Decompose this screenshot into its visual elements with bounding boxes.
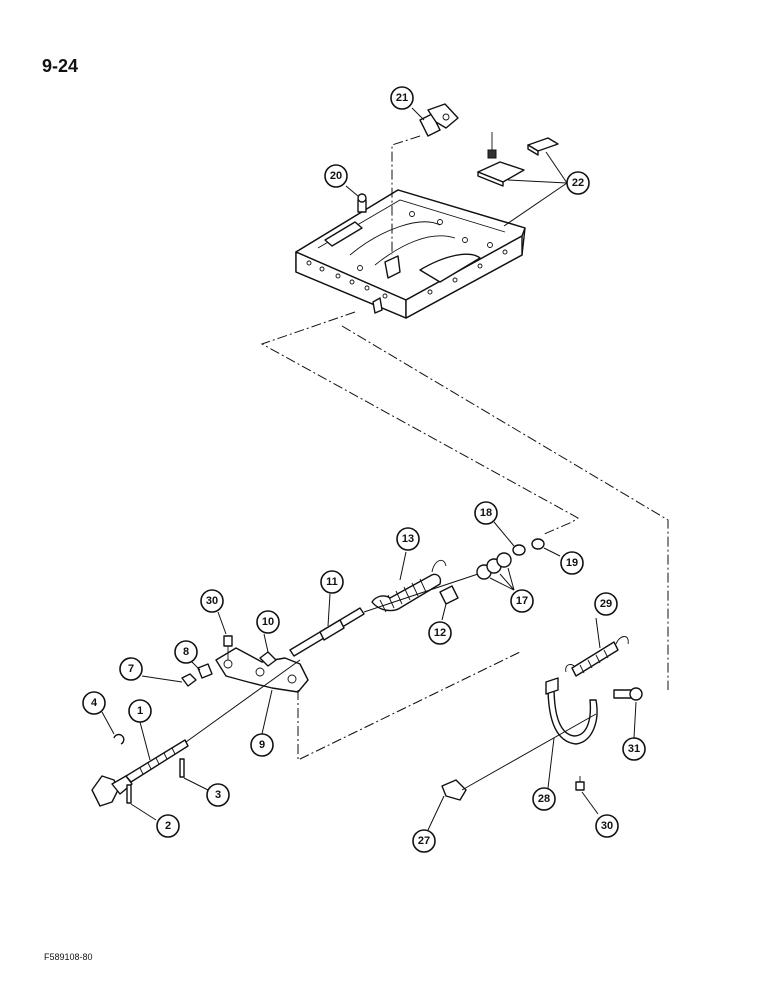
phantom-line-lever xyxy=(297,651,521,761)
callout-2: 2 xyxy=(156,814,180,838)
callout-12: 12 xyxy=(428,621,452,645)
callout-8-label: 8 xyxy=(183,646,189,658)
callout-3-label: 3 xyxy=(215,789,221,801)
seat-mounting-plate xyxy=(295,189,526,319)
callout-20-label: 20 xyxy=(330,170,342,182)
callout-27: 27 xyxy=(412,829,436,853)
callout-7-label: 7 xyxy=(128,663,134,675)
strap xyxy=(545,677,598,745)
callout-12-label: 12 xyxy=(434,627,446,639)
callout-4-label: 4 xyxy=(91,697,98,709)
leader-block xyxy=(461,713,597,791)
callout-9: 9 xyxy=(250,733,274,757)
retaining-clip xyxy=(113,733,125,745)
callout-18-label: 18 xyxy=(480,507,492,519)
phantom-line-right xyxy=(341,325,669,690)
callout-11-label: 11 xyxy=(326,576,338,588)
lock-washer xyxy=(197,663,213,679)
bolt-lower xyxy=(575,776,585,791)
pivot-bracket xyxy=(391,103,459,255)
callout-8: 8 xyxy=(174,640,198,664)
callout-21: 21 xyxy=(390,86,414,110)
callout-19-label: 19 xyxy=(566,557,578,569)
return-spring xyxy=(565,636,629,677)
callout-30-upper: 30 xyxy=(200,589,224,613)
slide-pad-set xyxy=(477,132,559,187)
lever-arm xyxy=(215,647,309,693)
figure-code: F589108-80 xyxy=(44,952,93,962)
grease-fitting xyxy=(357,193,367,213)
callout-13-label: 13 xyxy=(402,533,414,545)
bearing-set xyxy=(476,552,512,580)
washer-18 xyxy=(512,544,526,556)
callout-30-lower-label: 30 xyxy=(601,820,613,832)
callout-13: 13 xyxy=(396,527,420,551)
callout-27-label: 27 xyxy=(418,835,430,847)
callout-9-label: 9 xyxy=(259,739,265,751)
tension-spring xyxy=(371,559,447,613)
callout-31-label: 31 xyxy=(628,743,640,755)
callout-1-label: 1 xyxy=(137,705,143,717)
callout-21-label: 21 xyxy=(396,92,408,104)
callout-3: 3 xyxy=(206,783,230,807)
callout-31: 31 xyxy=(622,737,646,761)
callout-28: 28 xyxy=(532,787,556,811)
callout-10-label: 10 xyxy=(262,616,274,628)
callout-30-upper-label: 30 xyxy=(206,595,218,607)
callout-29-label: 29 xyxy=(600,598,612,610)
callout-30-lower: 30 xyxy=(595,814,619,838)
callout-20: 20 xyxy=(324,164,348,188)
bolt-31 xyxy=(613,687,643,701)
pin-2 xyxy=(126,784,132,804)
nut xyxy=(181,673,197,687)
bushing xyxy=(259,651,277,667)
callout-10: 10 xyxy=(256,610,280,634)
mounting-block xyxy=(441,779,467,801)
callout-7: 7 xyxy=(119,657,143,681)
pin-3 xyxy=(179,758,185,778)
phantom-line-left xyxy=(260,311,579,536)
page-number: 9-24 xyxy=(42,56,79,76)
callout-22: 22 xyxy=(566,171,590,195)
callout-19: 19 xyxy=(560,551,584,575)
callout-leaders xyxy=(101,107,637,831)
spacer xyxy=(439,585,459,605)
shaft xyxy=(289,607,365,657)
adjusting-rod xyxy=(91,739,189,807)
callout-1: 1 xyxy=(128,699,152,723)
callout-18: 18 xyxy=(474,501,498,525)
callout-4: 4 xyxy=(82,691,106,715)
callout-2-label: 2 xyxy=(165,820,171,832)
callout-17: 17 xyxy=(510,589,534,613)
callout-22-label: 22 xyxy=(572,177,584,189)
washer-19 xyxy=(531,538,545,550)
callout-17-label: 17 xyxy=(516,595,528,607)
callout-29: 29 xyxy=(594,592,618,616)
bolt-upper xyxy=(223,635,233,660)
callout-28-label: 28 xyxy=(538,793,550,805)
callout-11: 11 xyxy=(320,570,344,594)
